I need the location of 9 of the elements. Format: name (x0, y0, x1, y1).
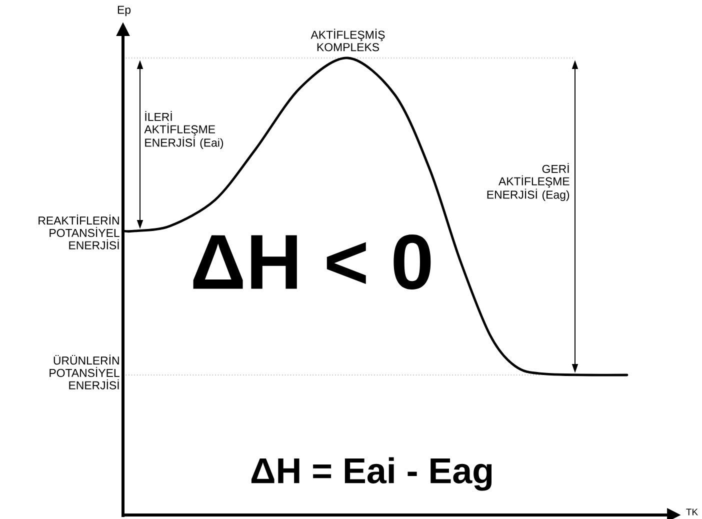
energy-label: İLERİ AKTİFLEŞME ENERJİSİ (Eai) (144, 110, 224, 150)
axis-label: TK (686, 508, 698, 516)
energy-label: GERİ AKTİFLEŞME ENERJİSİ (Eag) (487, 162, 570, 201)
axis-label: Ep (118, 6, 131, 16)
level-label: ÜRÜNLERİN POTANSİYEL ENERJİSİ (50, 354, 120, 390)
equation: ΔH < 0 (193, 234, 431, 290)
peak-label: AKTİFLEŞMİŞ KOMPLEKS (310, 28, 385, 52)
equation: ΔH = Eai - Eag (251, 457, 492, 491)
level-label: REAKTİFLERİN POTANSİYEL ENERJİSİ (38, 214, 120, 250)
